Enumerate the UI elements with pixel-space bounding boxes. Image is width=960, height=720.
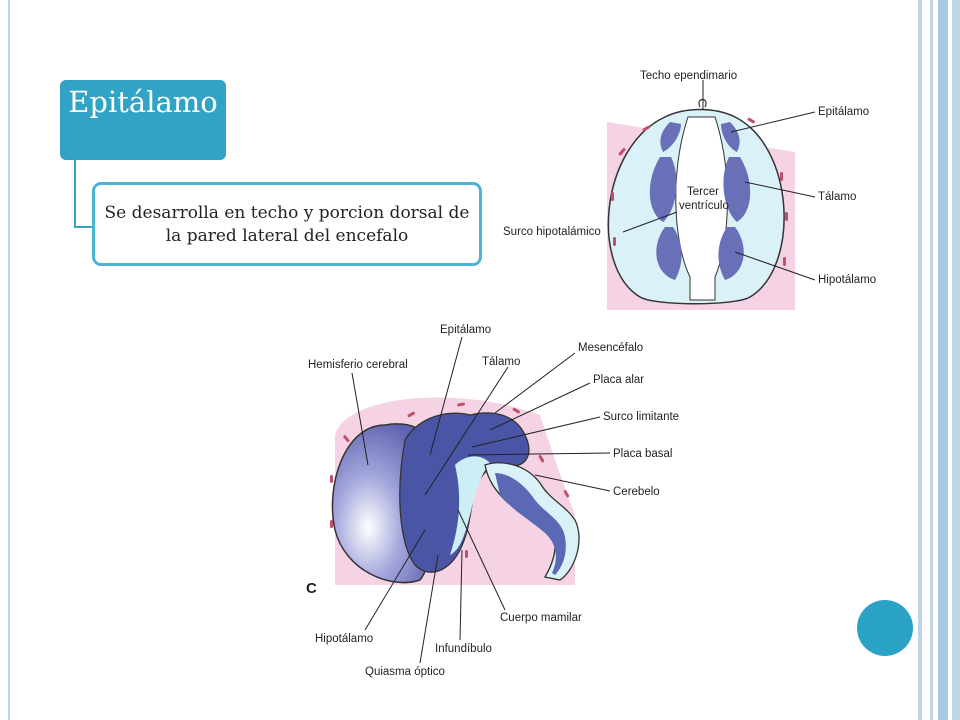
decorative-circle <box>857 600 913 656</box>
label-tercer: Tercer <box>687 186 719 198</box>
label-talamo-top: Tálamo <box>818 191 856 203</box>
blood-vessels <box>611 117 788 266</box>
label-epitalamo-bottom: Epitálamo <box>440 324 491 336</box>
title-connector <box>74 160 96 228</box>
slide-frame-left <box>8 0 10 720</box>
label-surco-limitante: Surco limitante <box>603 411 679 423</box>
label-hipotalamo-top: Hipotálamo <box>818 274 876 286</box>
label-cuerpo-mamilar: Cuerpo mamilar <box>500 612 582 624</box>
label-techo-ependimario: Techo ependimario <box>640 70 737 82</box>
slide-title: Epitálamo <box>60 80 226 160</box>
thalamus-left <box>649 157 677 222</box>
figure-transverse-section: Techo ependimario Epitálamo Tálamo Terce… <box>503 70 876 310</box>
label-mesencefalo: Mesencéfalo <box>578 342 643 354</box>
label-surco-hipotalamico: Surco hipotalámico <box>503 226 601 238</box>
label-placa-alar: Placa alar <box>593 374 644 386</box>
label-hipotalamo-bottom: Hipotálamo <box>315 633 373 645</box>
slide-frame-right <box>918 0 960 720</box>
blood-vessels-bottom <box>330 402 570 558</box>
panel-letter: C <box>306 580 317 597</box>
thalamus-right <box>723 157 751 222</box>
label-hemisferio: Hemisferio cerebral <box>308 359 408 371</box>
label-placa-basal: Placa basal <box>613 448 672 460</box>
third-ventricle <box>675 116 728 301</box>
hypothalamus-right <box>718 227 744 280</box>
label-talamo-bottom: Tálamo <box>482 356 520 368</box>
epithalamus-left <box>660 122 681 152</box>
label-ventriculo: ventrículo <box>679 200 729 212</box>
label-epitalamo-top: Epitálamo <box>818 106 869 118</box>
label-infundibulo: Infundíbulo <box>435 643 492 655</box>
ventricular-channel <box>450 456 490 555</box>
label-quiasma: Quiasma óptico <box>365 666 445 678</box>
hypothalamus-left <box>656 227 682 280</box>
description-box: Se desarrolla en techo y porcion dorsal … <box>92 182 482 266</box>
epithalamus-right <box>721 122 740 152</box>
hindbrain-lumen <box>495 473 566 575</box>
label-cerebelo: Cerebelo <box>613 486 660 498</box>
figure-sagittal-section: Epitálamo Hemisferio cerebral Tálamo Mes… <box>306 324 679 678</box>
